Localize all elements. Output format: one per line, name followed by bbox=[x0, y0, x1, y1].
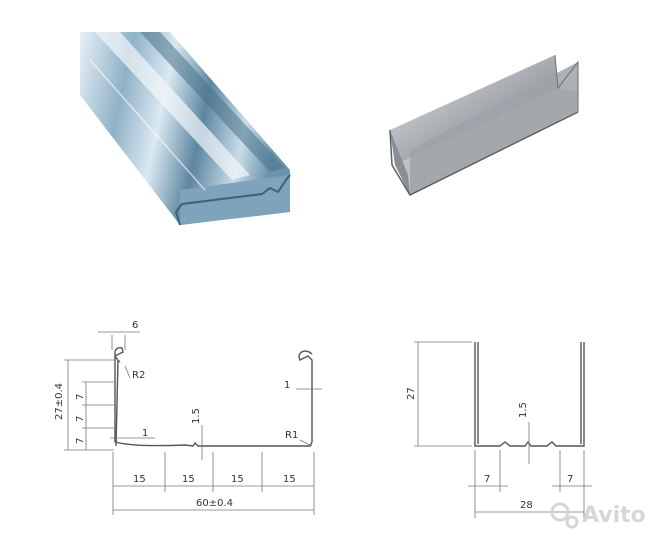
dim-bottom-15-a: 15 bbox=[133, 474, 146, 485]
dim-radius-top: R2 bbox=[132, 370, 145, 381]
dim-radius-bottom: R1 bbox=[285, 430, 298, 441]
dim-bottom-15-b: 15 bbox=[182, 474, 195, 485]
ud-dim-height: 27 bbox=[406, 387, 417, 400]
ud-profile-photo bbox=[389, 54, 579, 196]
dim-groove-depth: 1.5 bbox=[191, 408, 202, 424]
dim-groove-1-left: 1 bbox=[142, 428, 148, 439]
dim-height-total: 27±0.4 bbox=[54, 383, 65, 420]
ud-dim-width: 28 bbox=[520, 500, 533, 511]
dim-side-7-mid: 7 bbox=[75, 416, 86, 422]
avito-logo-icon bbox=[550, 502, 570, 522]
ud-profile-drawing: 27 1.5 7 7 28 bbox=[406, 341, 592, 518]
ud-dim-left-7: 7 bbox=[484, 474, 490, 485]
dim-width-total: 60±0.4 bbox=[196, 498, 233, 509]
dim-groove-1-right: 1 bbox=[284, 380, 290, 391]
cd-profile-photo bbox=[80, 32, 291, 226]
ud-dim-right-7: 7 bbox=[567, 474, 573, 485]
avito-watermark: Avito bbox=[550, 502, 646, 529]
dim-bottom-15-c: 15 bbox=[231, 474, 244, 485]
dim-side-7-bottom: 7 bbox=[75, 438, 86, 444]
watermark-text: Avito bbox=[582, 503, 646, 528]
dim-side-7-top: 7 bbox=[75, 394, 86, 400]
ud-dim-groove-depth: 1.5 bbox=[518, 402, 529, 418]
dim-bottom-15-d: 15 bbox=[283, 474, 296, 485]
dim-lip-width: 6 bbox=[132, 320, 138, 331]
cd-profile-drawing: 6 R2 27±0.4 7 7 7 1 1 1.5 R1 15 15 15 15… bbox=[54, 320, 322, 515]
